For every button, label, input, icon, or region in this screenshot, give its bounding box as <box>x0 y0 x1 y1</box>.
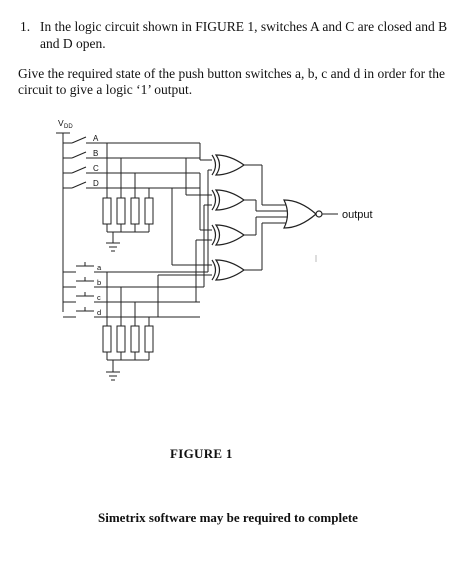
output-label: output <box>342 209 373 221</box>
resistor-bank-top <box>102 143 154 252</box>
push-button-b <box>63 277 200 288</box>
push-button-c <box>63 292 200 303</box>
question-1-text: In the logic circuit shown in FIGURE 1, … <box>40 19 448 51</box>
push-label-b: b <box>97 278 101 287</box>
push-button-a <box>63 262 200 273</box>
switch-b <box>63 151 200 159</box>
push-button-d <box>63 307 200 318</box>
nor-gate <box>283 199 323 229</box>
switch-label-b: B <box>93 149 98 158</box>
supply-label: V <box>58 118 64 128</box>
push-label-c: c <box>97 293 101 302</box>
push-label-d: d <box>97 308 101 317</box>
supply-subscript: DD <box>64 124 73 130</box>
figure-caption: FIGURE 1 <box>170 446 233 461</box>
xor-gate-4 <box>211 259 246 281</box>
push-label-a: a <box>97 263 102 272</box>
switch-label-a: A <box>93 134 99 143</box>
switch-c <box>63 166 200 174</box>
xor-gate-3 <box>211 224 246 246</box>
resistor-bank-bottom <box>102 272 154 381</box>
xor-gate-1 <box>211 154 246 176</box>
question-number: 1. <box>20 19 31 34</box>
switch-label-c: C <box>93 164 99 173</box>
question-2-text: Give the required state of the push butt… <box>18 66 446 97</box>
footer-note: Simetrix software may be required to com… <box>98 510 358 525</box>
switch-a <box>63 136 200 144</box>
xor-gate-2 <box>211 189 246 211</box>
switch-label-d: D <box>93 179 99 188</box>
switch-d <box>63 181 200 189</box>
logic-circuit-diagram: V DD A B C D a b c d output <box>56 118 373 381</box>
